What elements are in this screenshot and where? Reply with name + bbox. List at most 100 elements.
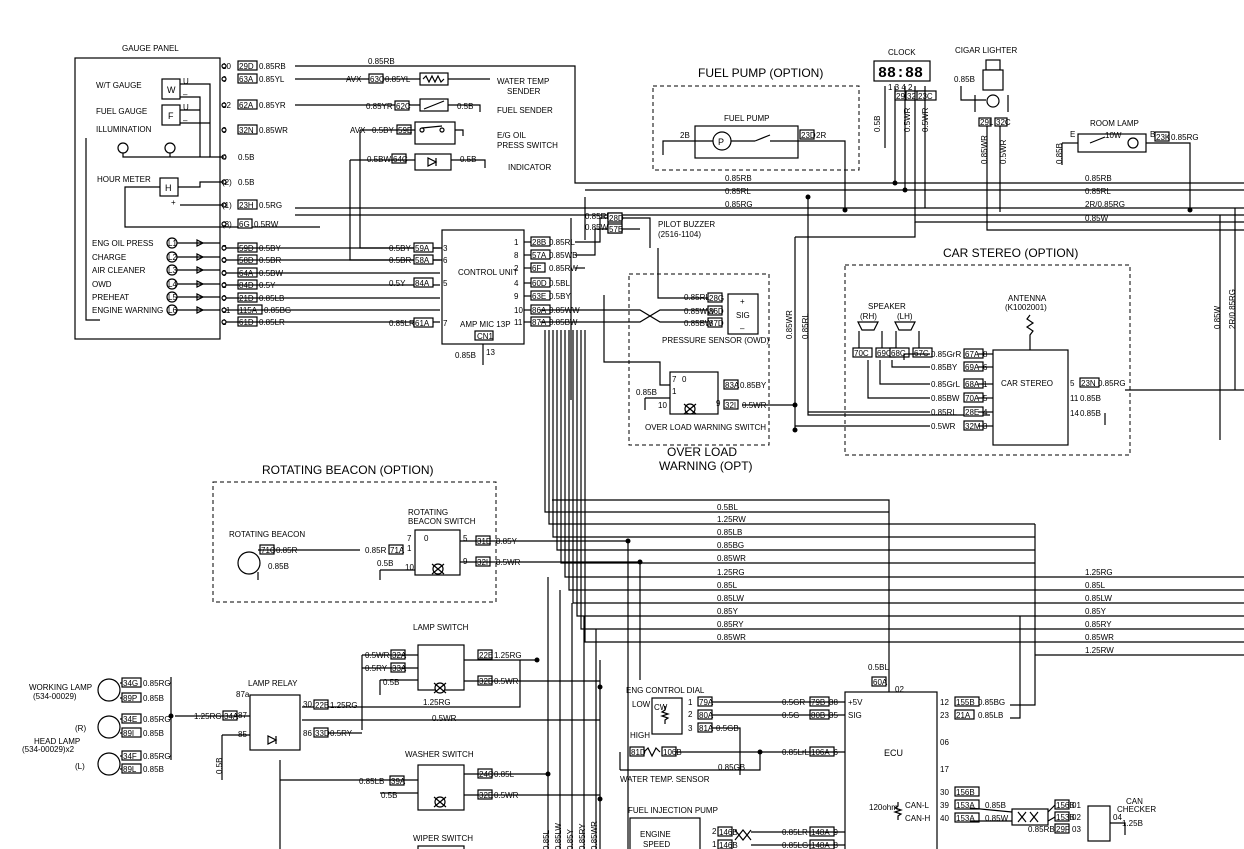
pb-w2: 0.85WB (585, 223, 613, 232)
car-stereo: CAR STEREO (OPTION) ANTENNA (K1002001) S… (795, 246, 1244, 456)
bv-4: 0.85WR (590, 821, 599, 849)
cigar-c2: 32C (996, 118, 1011, 127)
gp-wire-7: 0.5RW (254, 220, 279, 229)
ol-c2: 32I (725, 401, 736, 410)
cs-code-2: 68C (891, 349, 906, 358)
ecd-pin-2: 2 (688, 710, 693, 719)
gp-pin-6: (1) (222, 201, 232, 210)
ecu-rname-6: CAN-H (905, 814, 931, 823)
svg-text:1: 1 (672, 387, 677, 396)
cu-rpin-1: 8 (514, 251, 519, 260)
can-pin-4: 04 (1113, 813, 1122, 822)
gp-code-7: 6G (239, 220, 250, 229)
mbus-right-3: 0.85Y (1085, 607, 1107, 616)
cigar-w2: 0.85WR (980, 135, 989, 164)
cu-rwire-0: 0.85RL (549, 238, 575, 247)
ls-c3: 22E (479, 651, 493, 660)
clock-pins: 1 3 4 2 (888, 83, 913, 92)
ecd-pin-3: 3 (688, 724, 693, 733)
cu-rwire-2: 0.85RW (549, 264, 578, 273)
lamp-code-1: 89P (123, 694, 137, 703)
bv-3: 0.85RY (578, 823, 587, 849)
pb-part: (2516-1104) (658, 230, 701, 239)
clock-w1: 0.5B (873, 116, 882, 132)
wts-c1: 81D (631, 748, 646, 757)
rb-gnd: 0.85B (268, 562, 289, 571)
svg-text:1: 1 (407, 544, 412, 553)
lr-c3: 33D (315, 729, 330, 738)
cu-cn: CN1 (477, 332, 494, 341)
ecu-ohm: 120ohm (869, 803, 898, 812)
gp-code-0: 29D (239, 62, 254, 71)
bv-0: 0.85L (542, 829, 551, 849)
ps-c3: 87D (709, 319, 724, 328)
mbus-right-2: 0.85LW (1085, 594, 1112, 603)
ol-c1: 83A (725, 381, 740, 390)
lamp-wire-5: 0.85B (143, 765, 164, 774)
lr-c2: 22B (315, 701, 329, 710)
lamp-wire-4: 0.85RG (143, 752, 171, 761)
cu-rpin-0: 1 (514, 238, 519, 247)
cu-rwire-4: 0.5BY (549, 292, 571, 301)
mbus-left-7: 0.85LW (717, 594, 744, 603)
ecu-lname-0: +5V (848, 698, 863, 707)
mbus-left-2: 0.85LB (717, 528, 742, 537)
rb-switch-1: ROTATING (408, 508, 448, 517)
middle-bus: 0.5BL1.25RW0.85LB0.85BG0.85WR1.25RG0.85L… (544, 330, 1244, 849)
rb-title: ROTATING BEACON (OPTION) (262, 463, 434, 477)
room-lamp-wire: 0.85RG (1171, 133, 1199, 142)
cs-antenna-part: (K1002001) (1005, 303, 1047, 312)
svg-text:–: – (740, 324, 745, 333)
cu-lwire-2: 0.5Y (389, 279, 406, 288)
ecu-rpin-2: 06 (940, 738, 949, 747)
sender-w2: 0.85YL (385, 75, 411, 84)
lamp-working: WORKING LAMP (29, 683, 92, 692)
ps-c2: 86D (709, 307, 724, 316)
fuel-pump-label: FUEL PUMP (724, 114, 770, 123)
ecu-rwire-1: 0.85LB (978, 711, 1003, 720)
svg-text:U: U (183, 103, 189, 112)
cu-rpin-2: 2 (514, 264, 519, 273)
sender-w3-gnd: 0.5B (457, 102, 473, 111)
ps-w2: 0.85WW (684, 307, 715, 316)
water-temp-sensor: 81D 106B 0.85GB WATER TEMP. SENSOR (619, 746, 845, 784)
cs-lwire-4: 0.85RL (931, 408, 957, 417)
lr-title: LAMP RELAY (248, 679, 298, 688)
lamp-wire-0: 0.85RG (143, 679, 171, 688)
can-pin-2: 02 (1072, 813, 1081, 822)
ps-c1: 28G (709, 294, 724, 303)
can-gnd: 1.25B (1122, 819, 1143, 828)
ps-w3: 0.85BW (684, 319, 713, 328)
fip-p2: 1 (712, 840, 717, 849)
fuel-gauge-label: FUEL GAUGE (96, 107, 147, 116)
ws-c1: 39A (391, 777, 406, 786)
fuel-pump-code: 23D (801, 131, 816, 140)
svg-text:L2: L2 (168, 253, 177, 262)
svg-text:F: F (168, 111, 174, 121)
cs-rwire-1: 0.85B (1080, 394, 1101, 403)
ls-title: LAMP SWITCH (413, 623, 469, 632)
ecu-rpin-0: 12 (940, 698, 949, 707)
ecu-rcode-4: 156B (956, 788, 975, 797)
rb-w2: 0.85R (365, 546, 387, 555)
fuel-pump-right: 2R (816, 131, 826, 140)
ecu-rwire-6: 0.85W (985, 814, 1009, 823)
lamps: WORKING LAMP (534-00029) (R) HEAD LAMP (… (22, 677, 174, 776)
bottom-verticals: 0.85L 0.85LW 0.85Y 0.85RY 0.85WR (542, 821, 599, 849)
cs-lh: (LH) (897, 312, 913, 321)
sender-w1: 0.85RB (368, 57, 395, 66)
room-lamp-bulb: 10W (1105, 131, 1122, 140)
lamp-relay: LAMP RELAY 87a 87 85 30 86 34A 1.25RG 22… (175, 679, 362, 780)
ecu-rcode-5: 153A (956, 801, 975, 810)
svg-text:L6: L6 (168, 306, 177, 315)
fuel-pump-title: FUEL PUMP (OPTION) (698, 66, 823, 80)
main-bus: 0.85RB 0.85RL 0.85RG 0.85RB 0.85RL 2R/0.… (295, 174, 1244, 440)
lr-gnd: 0.5B (215, 758, 224, 774)
cigar-c1: 29L (980, 118, 994, 127)
lamp-code-5: 89L (123, 765, 137, 774)
wts-title: WATER TEMP. SENSOR (620, 775, 710, 784)
room-lamp-code: 23K (1156, 133, 1171, 142)
cs-code-0: 70C (854, 349, 869, 358)
lamp-l: (L) (75, 762, 85, 771)
room-lamp-left: E (1070, 130, 1075, 139)
